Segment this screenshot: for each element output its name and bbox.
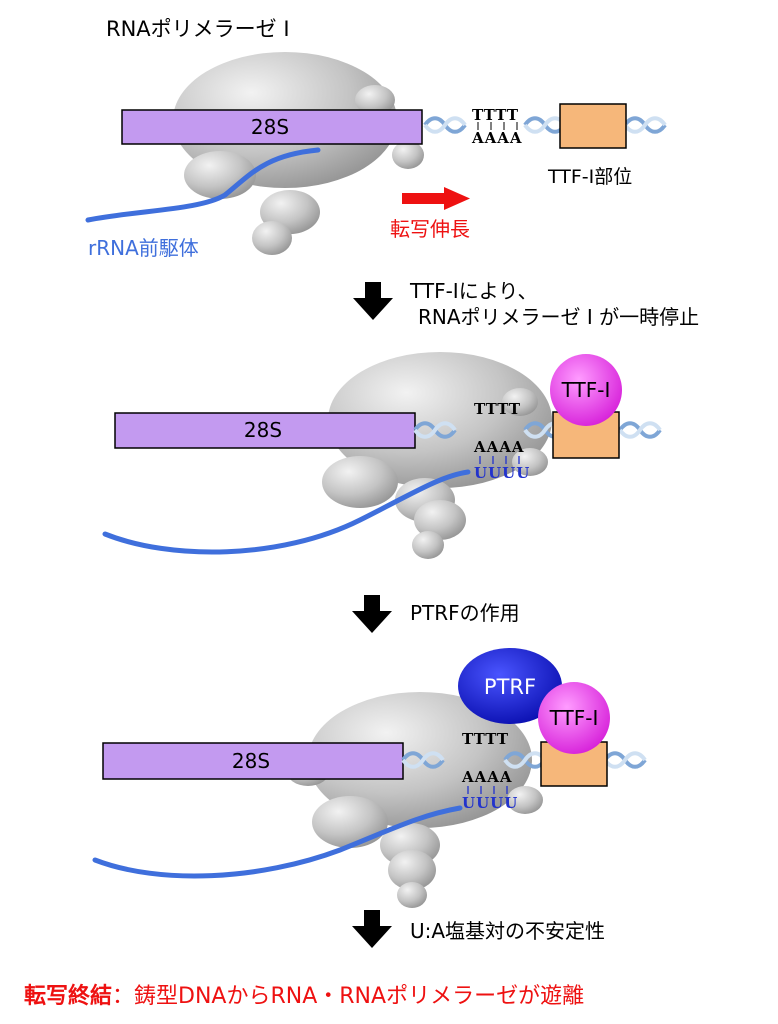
bottom-bases: AAAA bbox=[461, 768, 513, 786]
step1-line2: RNAポリメラーゼ I が一時停止 bbox=[418, 305, 699, 329]
step2-text: PTRFの作用 bbox=[410, 601, 520, 625]
rrna-28s-bar bbox=[121, 109, 423, 145]
polymerase-title: RNAポリメラーゼ I bbox=[106, 17, 290, 41]
termination-text: 鋳型DNAからRNA・RNAポリメラーゼが遊離 bbox=[134, 984, 584, 1009]
base-pair-ticks bbox=[477, 122, 518, 130]
stage2: 28S TTTT AAAA UUUU TTF-I bbox=[102, 352, 662, 559]
rrna-28s-bar bbox=[114, 412, 416, 449]
elongation-arrow bbox=[402, 187, 470, 210]
dna-helix bbox=[423, 116, 667, 134]
rrna-28s-label: 28S bbox=[232, 749, 270, 773]
rna-bases: UUUU bbox=[474, 464, 530, 482]
elongation-label: 転写伸長 bbox=[390, 217, 470, 241]
top-bases: TTTT bbox=[462, 730, 509, 748]
top-bases: TTTT bbox=[472, 106, 519, 124]
step-arrow-2 bbox=[352, 595, 392, 633]
ttf-protein-label: TTF-I bbox=[549, 706, 599, 730]
step-arrow-3 bbox=[352, 910, 392, 948]
termination-separator: ： bbox=[112, 984, 134, 1009]
ttf-site-label: TTF-I部位 bbox=[547, 166, 632, 188]
ttf-site-box bbox=[559, 103, 627, 149]
rrna-28s-label: 28S bbox=[244, 418, 282, 442]
rna-pair-ticks bbox=[479, 456, 520, 464]
bottom-bases: AAAA bbox=[473, 438, 525, 456]
step3-text: U:A塩基対の不安定性 bbox=[410, 919, 605, 943]
termination-title: 転写終結 bbox=[24, 983, 112, 1009]
ttf-protein-label: TTF-I bbox=[561, 378, 611, 402]
rna-pair-ticks bbox=[467, 786, 508, 794]
rrna-precursor-strand bbox=[85, 147, 321, 223]
rrna-precursor-strand bbox=[102, 469, 471, 555]
ptrf-protein-label: PTRF bbox=[484, 675, 536, 699]
stage3: 28S TTTT AAAA UUUU PTRF TTF-I bbox=[92, 648, 647, 908]
ttf-protein bbox=[538, 682, 610, 754]
bottom-bases: AAAA bbox=[471, 129, 523, 147]
precursor-label: rRNA前駆体 bbox=[88, 236, 199, 260]
top-bases: TTTT bbox=[474, 400, 521, 418]
rrna-28s-label: 28S bbox=[251, 115, 289, 139]
rrna-precursor-strand bbox=[92, 805, 463, 879]
ttf-protein bbox=[550, 354, 622, 426]
step1-line1: TTF-Iにより、 bbox=[409, 279, 538, 303]
stage1: 28S TTTT AAAA TTF-I部位 転写伸長 rRNA前駆体 bbox=[85, 52, 667, 260]
step-arrow-1 bbox=[353, 282, 393, 320]
ptrf-protein bbox=[458, 648, 562, 724]
rna-bases: UUUU bbox=[462, 794, 518, 812]
termination-caption: 転写終結：鋳型DNAからRNA・RNAポリメラーゼが遊離 bbox=[24, 983, 584, 1009]
